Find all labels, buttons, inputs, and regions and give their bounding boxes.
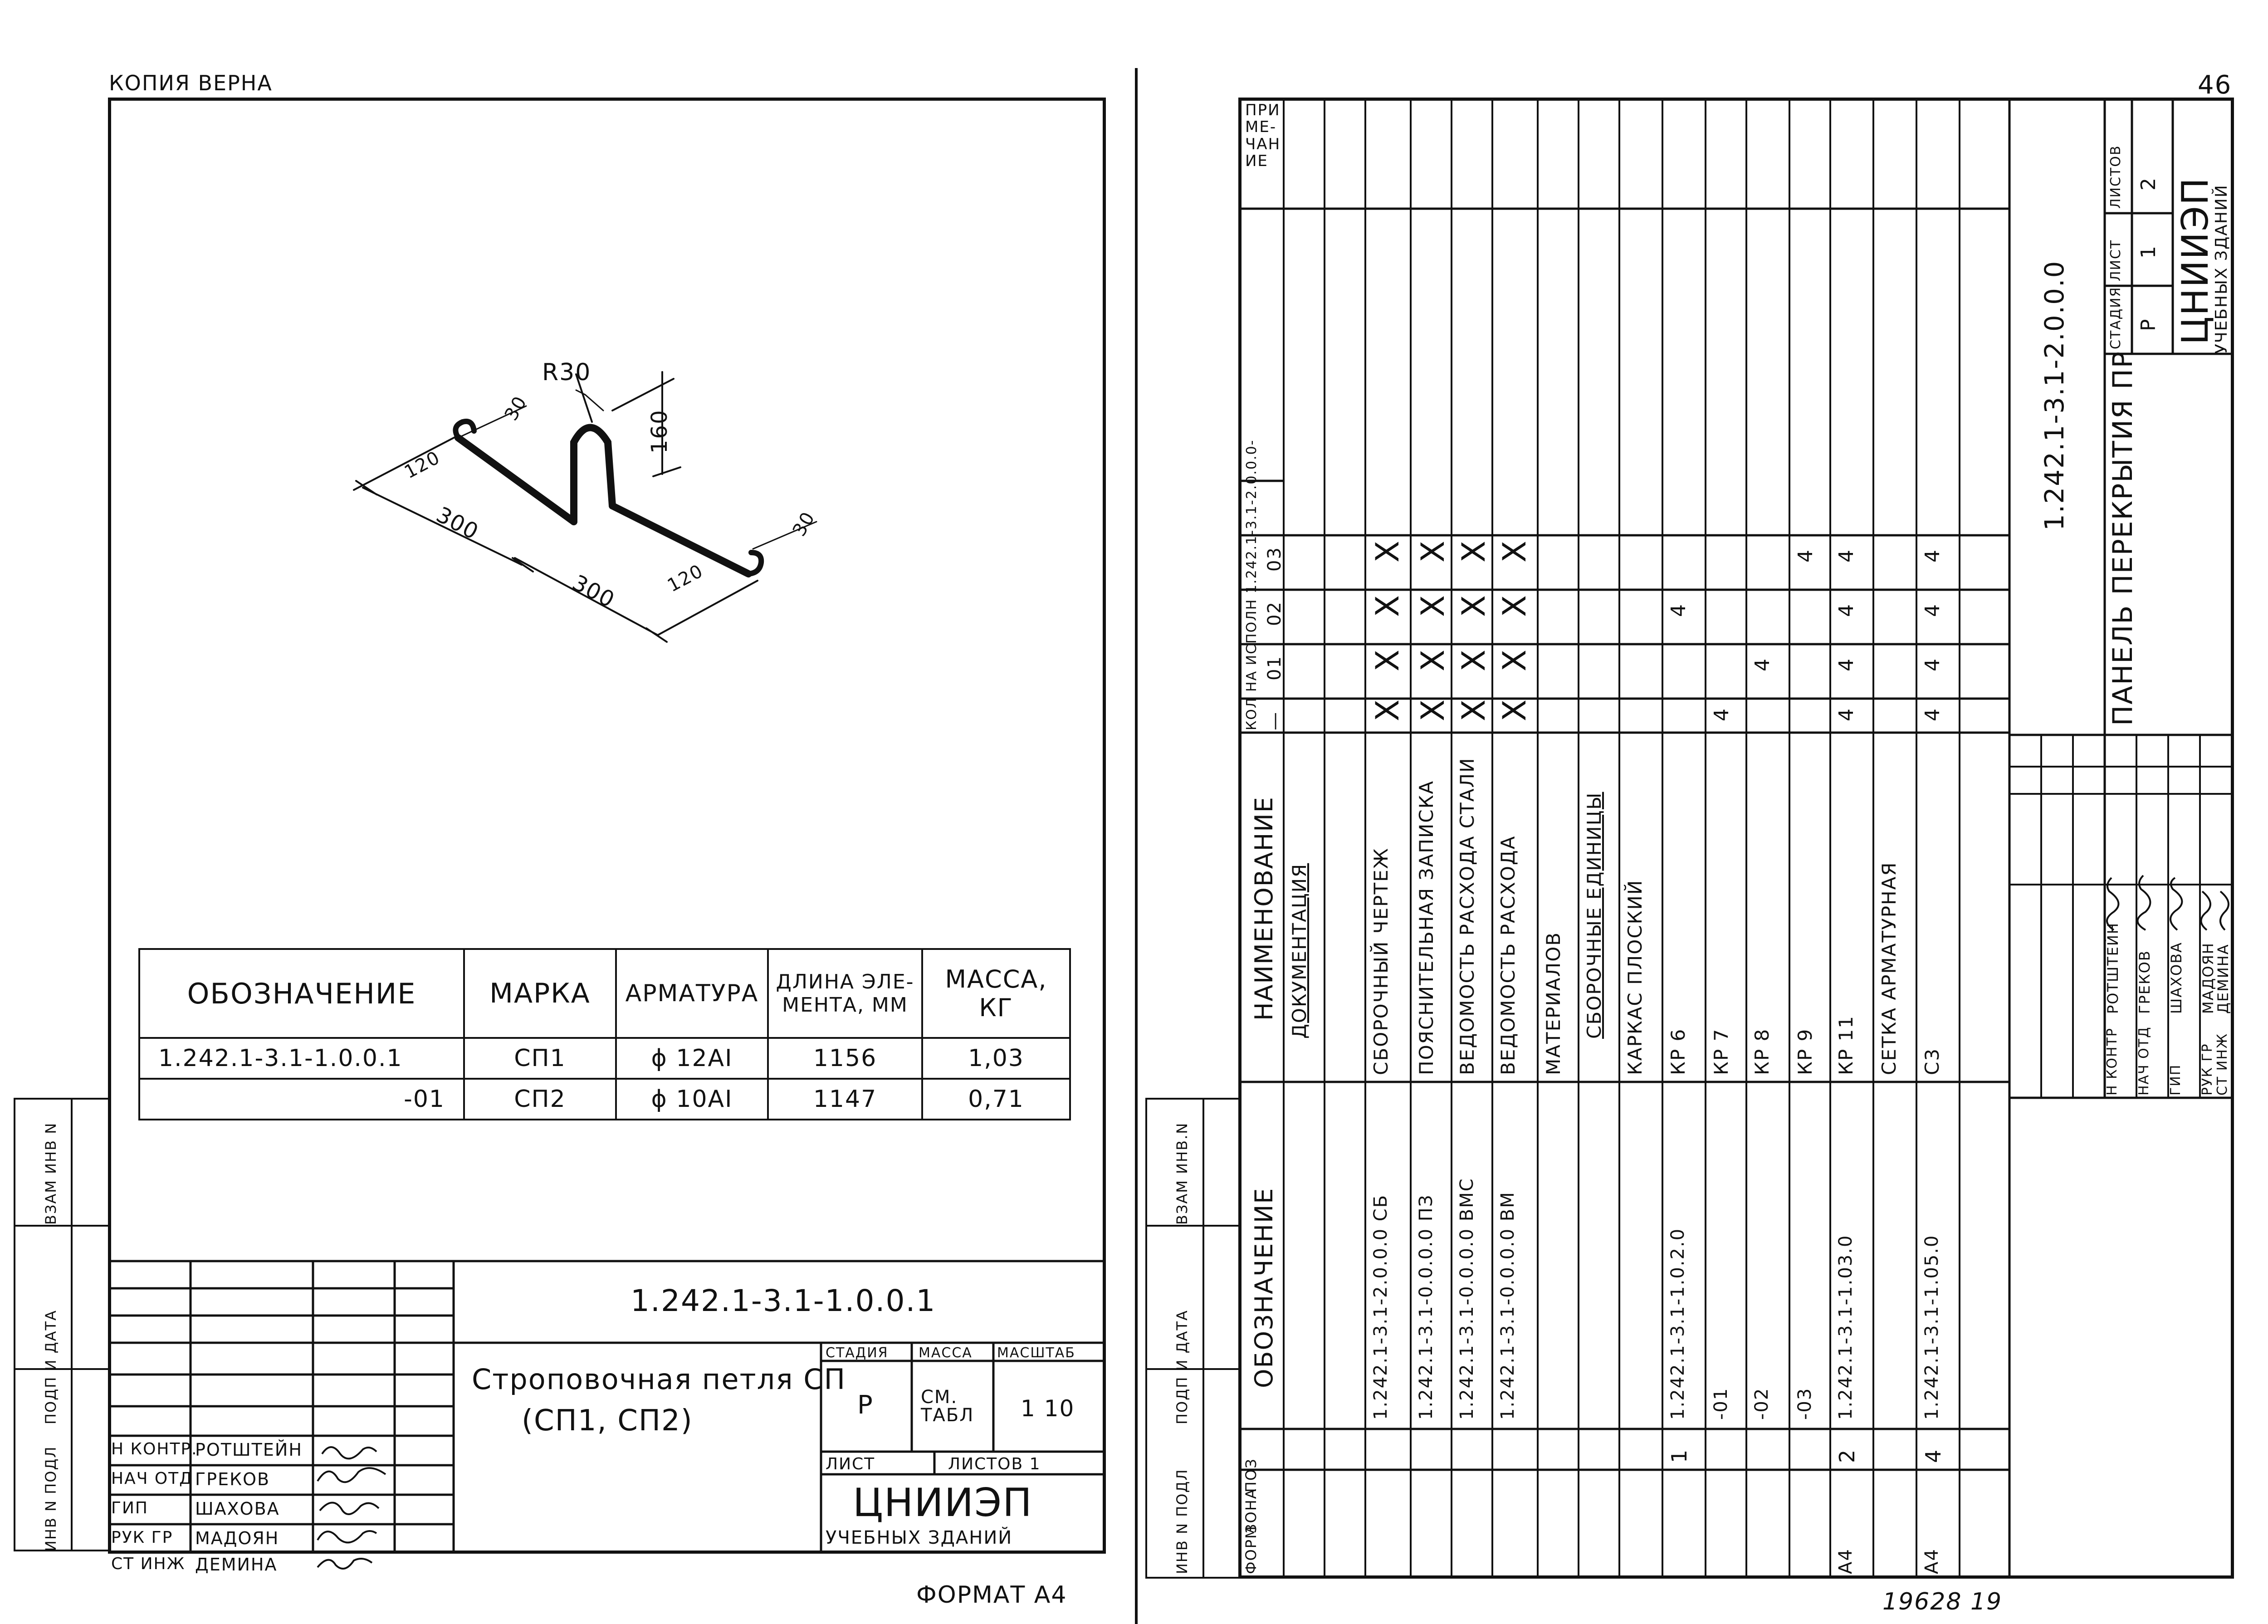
left-org-sub: УЧЕБНЫХ ЗДАНИЙ [826, 1527, 1013, 1548]
dim-line-160 [611, 371, 681, 477]
loop-bar-left [455, 434, 577, 525]
loop-hook-left [453, 419, 477, 440]
dim-line-300-right [514, 557, 668, 643]
left-scale-header: МАСШТАБ [997, 1345, 1075, 1361]
left-name-2: ГРЕКОВ [195, 1469, 270, 1489]
left-sheets-label: ЛИСТОВ 1 [948, 1455, 1041, 1473]
dim-line-top [575, 389, 604, 411]
left-role-1: Н КОНТР. [111, 1440, 198, 1458]
left-org: ЦНИИЭП [853, 1480, 1033, 1526]
spec-header-rebar: АРМАТУРА [615, 948, 769, 1039]
spec-row2-mass: 0,71 [921, 1078, 1071, 1120]
left-sheet-frame [108, 98, 1106, 1554]
left-role-2: НАЧ ОТД [111, 1469, 193, 1488]
left-mass-value: СМ. ТАБЛ [921, 1387, 974, 1426]
dim-radius: R30 [542, 359, 591, 386]
left-stage-header: СТАДИЯ [826, 1345, 889, 1361]
footer-number: 19628 19 [1882, 1588, 2003, 1615]
dim-line-30-bottom [752, 521, 817, 550]
dim-line-30-top [457, 405, 527, 439]
loop-bar-right [609, 502, 752, 577]
dim-line-300-left [355, 480, 534, 572]
dim-line-120-left [353, 435, 459, 491]
spec-header-length: ДЛИНА ЭЛЕ- МЕНТА, ММ [767, 948, 923, 1039]
radius-leader [575, 373, 593, 423]
loop-hook-right [746, 550, 764, 577]
copy-stamp: КОПИЯ ВЕРНА [109, 71, 273, 95]
left-mass-header: МАССА [919, 1345, 973, 1361]
left-scale-value: 1 10 [1021, 1395, 1075, 1422]
left-title-code: 1.242.1-3.1-1.0.0.1 [631, 1283, 936, 1318]
dim-line-120-right [657, 580, 758, 636]
left-name-1: РОТШТЕЙН [195, 1440, 303, 1460]
left-title-name-1: Строповочная петля СП [472, 1363, 846, 1396]
spec-row-lines [1283, 98, 1960, 1579]
left-stage-value: Р [857, 1390, 874, 1420]
header-note: ПРИМЕ-ЧАНИЕ [1245, 101, 1281, 171]
spec-row2-mark: СП2 [463, 1078, 617, 1120]
left-title-name-2: (СП1, СП2) [522, 1404, 693, 1438]
corner-number: 46 [2198, 70, 2232, 100]
spec-header-mark: МАРКА [463, 948, 617, 1039]
left-sheet-label: ЛИСТ [826, 1455, 875, 1473]
left-name-3: ШАХОВА [195, 1499, 280, 1519]
left-role-5: СТ ИНЖ [111, 1555, 186, 1573]
loop-vertical [570, 424, 616, 525]
left-format: ФОРМАТ А4 [916, 1581, 1067, 1609]
left-role-3: ГИП [111, 1499, 148, 1517]
left-name-4: МАДОЯН [195, 1528, 279, 1548]
left-name-5: ДЕМИНА [195, 1555, 278, 1575]
left-role-4: РУК ГР [111, 1528, 173, 1547]
right-sheet-frame [1238, 98, 2234, 1579]
